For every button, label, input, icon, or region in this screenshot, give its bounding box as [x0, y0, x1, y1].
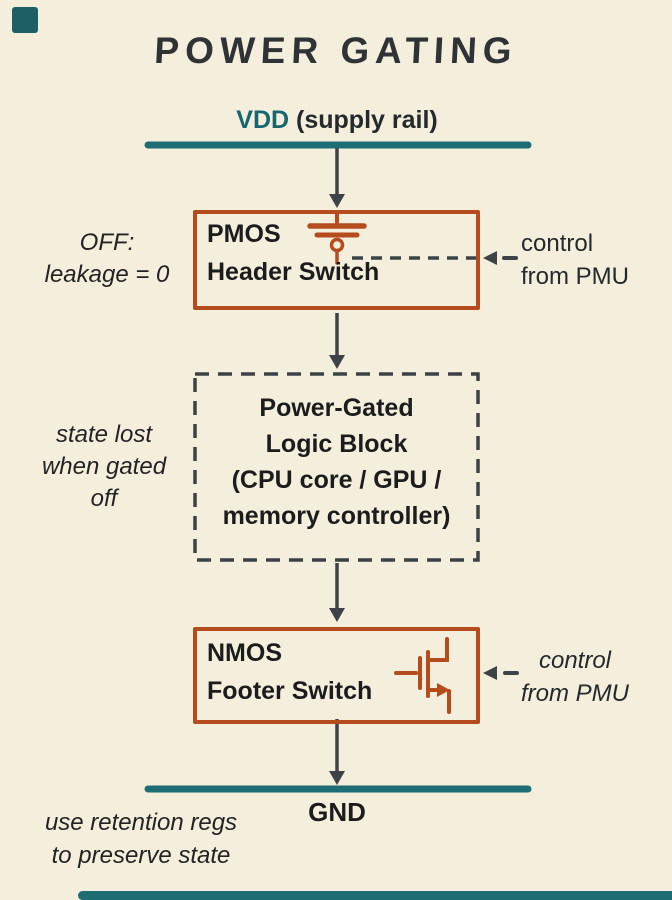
off-leakage-annotation: OFF: leakage = 0: [14, 227, 200, 291]
off-annotation-line1: OFF:: [79, 229, 135, 256]
teal-accent-square: [12, 7, 38, 33]
retention-line2: to preserve state: [51, 842, 231, 869]
state-annotation-line1: state lost: [55, 421, 153, 448]
control-top-line2: from PMU: [521, 263, 629, 290]
logic-block-line2: Logic Block: [265, 430, 408, 458]
retention-line1: use retention regs: [44, 809, 238, 836]
logic-block-line4: memory controller): [222, 502, 451, 530]
nmos-label-line1: NMOS: [207, 639, 282, 667]
gnd-rail-label: GND: [308, 797, 366, 827]
state-lost-annotation: state lost when gated off: [16, 419, 192, 515]
pmos-label-line2: Header Switch: [207, 258, 380, 286]
arrow-nmos-to-gnd: [329, 719, 345, 785]
vdd-rail-label: VDD (supply rail): [0, 106, 672, 135]
vdd-text: VDD: [236, 106, 290, 134]
logic-block-line1: Power-Gated: [259, 394, 414, 422]
control-top-line1: control: [521, 230, 594, 257]
state-annotation-line2: when gated: [41, 453, 167, 480]
vdd-suffix-text: (supply rail): [289, 106, 438, 134]
state-annotation-line3: off: [90, 485, 118, 512]
control-from-pmu-top: control from PMU: [521, 227, 629, 293]
pmos-header-switch-box: [193, 210, 480, 310]
teal-accent-bar: [78, 891, 672, 900]
logic-block-line3: (CPU core / GPU /: [231, 466, 442, 494]
retention-regs-annotation: use retention regs to preserve state: [8, 806, 274, 872]
arrow-logic-to-nmos: [329, 563, 345, 622]
page-title: POWER GATING: [153, 30, 519, 71]
control-bottom-line1: control: [538, 647, 612, 674]
control-bottom-line2: from PMU: [521, 680, 629, 707]
control-from-pmu-bottom: control from PMU: [512, 644, 638, 710]
off-annotation-line2: leakage = 0: [44, 261, 170, 288]
nmos-footer-switch-box: [193, 627, 480, 724]
nmos-label-line2: Footer Switch: [207, 677, 373, 705]
pmos-label-line1: PMOS: [207, 220, 281, 248]
arrow-pmos-to-logic: [329, 313, 345, 369]
arrow-vdd-to-pmos: [329, 148, 345, 208]
power-gated-logic-block: Power-Gated Logic Block (CPU core / GPU …: [193, 390, 480, 534]
